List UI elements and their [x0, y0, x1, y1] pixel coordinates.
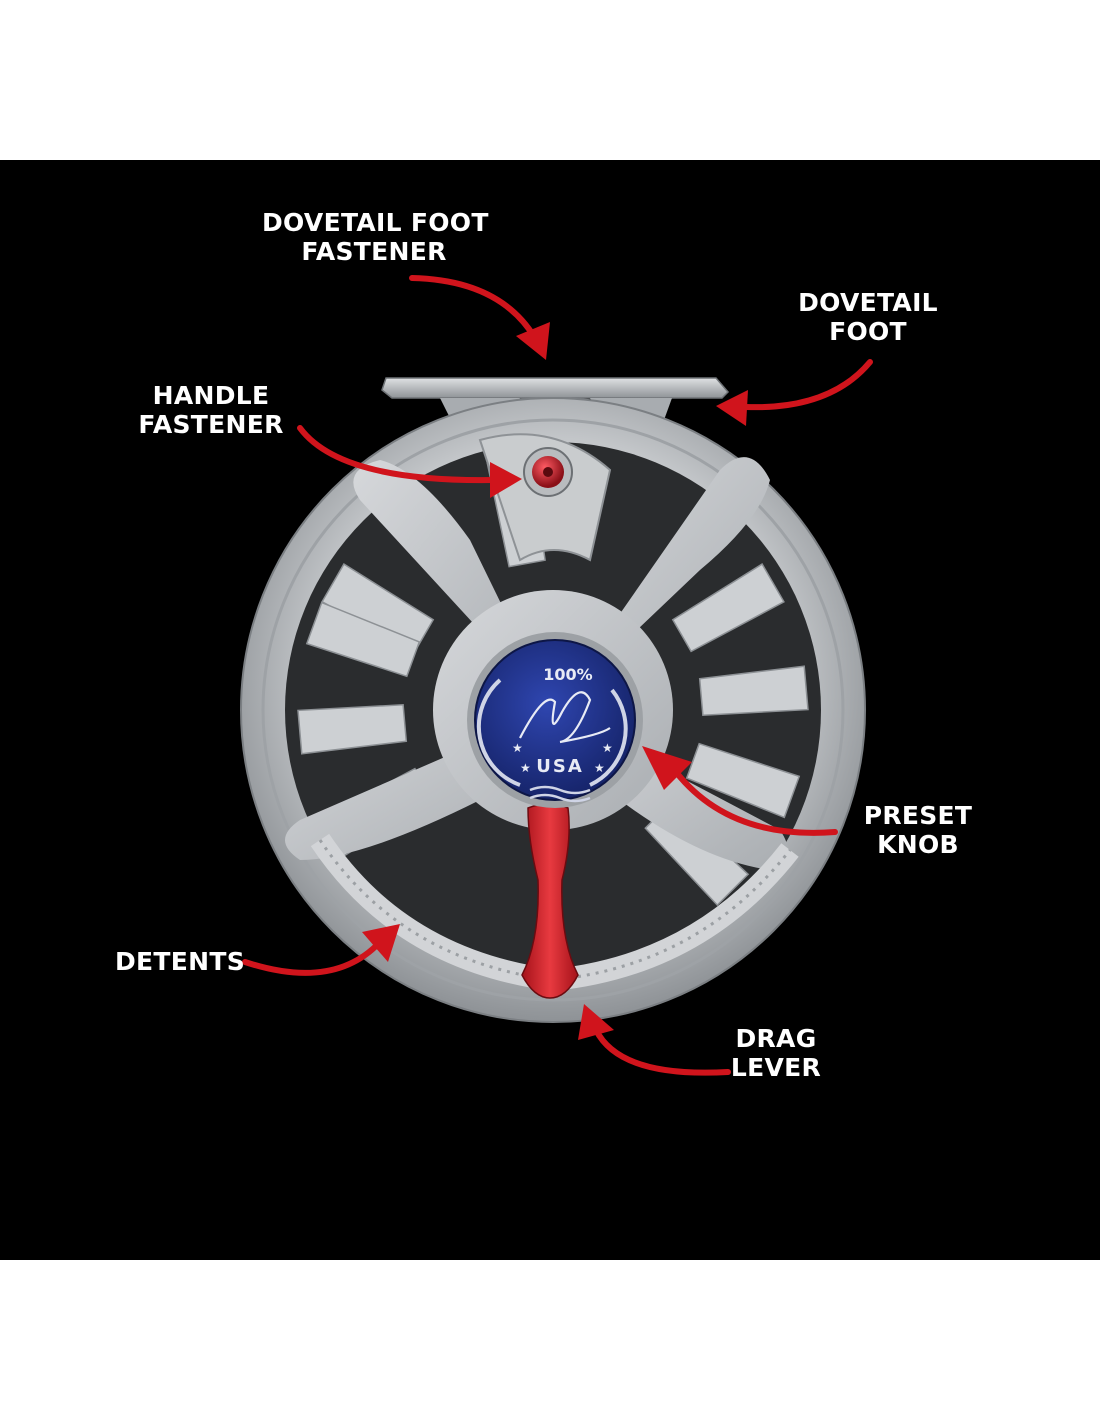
badge-star-icon: ★: [602, 741, 613, 755]
arrow-handle-fastener: [297, 425, 522, 498]
reel-spoke: [671, 563, 785, 653]
arrow-preset-knob: [642, 746, 838, 836]
badge-star-icon: ★: [520, 761, 531, 775]
label-line: PRESET: [863, 801, 973, 830]
badge-percent: 100%: [543, 665, 592, 684]
reel-spoke: [698, 665, 809, 716]
arrow-detents: [242, 924, 400, 976]
label-dovetail-foot: DOVETAIL FOOT: [796, 288, 940, 346]
arrow-dovetail-foot: [716, 359, 873, 426]
badge-country: USA: [536, 756, 584, 777]
label-preset-knob: PRESET KNOB: [862, 801, 974, 859]
drag-lever-shape: [521, 803, 579, 999]
label-line: FASTENER: [138, 410, 284, 439]
label-line: DETENTS: [114, 947, 246, 976]
label-line: HANDLE: [152, 381, 270, 410]
label-line: LEVER: [730, 1053, 822, 1082]
label-handle-fastener: HANDLE FASTENER: [138, 381, 284, 439]
label-line: DOVETAIL: [798, 288, 938, 317]
reel-spoke: [297, 704, 408, 755]
label-drag-lever: DRAG LEVER: [726, 1024, 826, 1082]
label-line: FASTENER: [301, 237, 447, 266]
reel-spoke: [685, 742, 801, 819]
preset-knob-badge: 100% USA ★ ★ ★ ★: [467, 632, 643, 808]
badge-star-icon: ★: [512, 741, 523, 755]
label-line: DRAG: [735, 1024, 817, 1053]
badge-star-icon: ★: [594, 761, 605, 775]
reel-spoke: [305, 601, 421, 678]
arrow-drag-lever: [578, 1004, 731, 1076]
handle-fastener-screw: [523, 447, 573, 497]
arrow-dovetail-foot-fastener: [409, 275, 550, 360]
label-dovetail-foot-fastener: DOVETAIL FOOT FASTENER: [262, 208, 489, 266]
label-line: FOOT: [829, 317, 907, 346]
label-line: DOVETAIL FOOT: [262, 208, 489, 237]
label-detents: DETENTS: [114, 947, 246, 976]
label-line: KNOB: [877, 830, 959, 859]
callout-arrows: [242, 275, 873, 1076]
